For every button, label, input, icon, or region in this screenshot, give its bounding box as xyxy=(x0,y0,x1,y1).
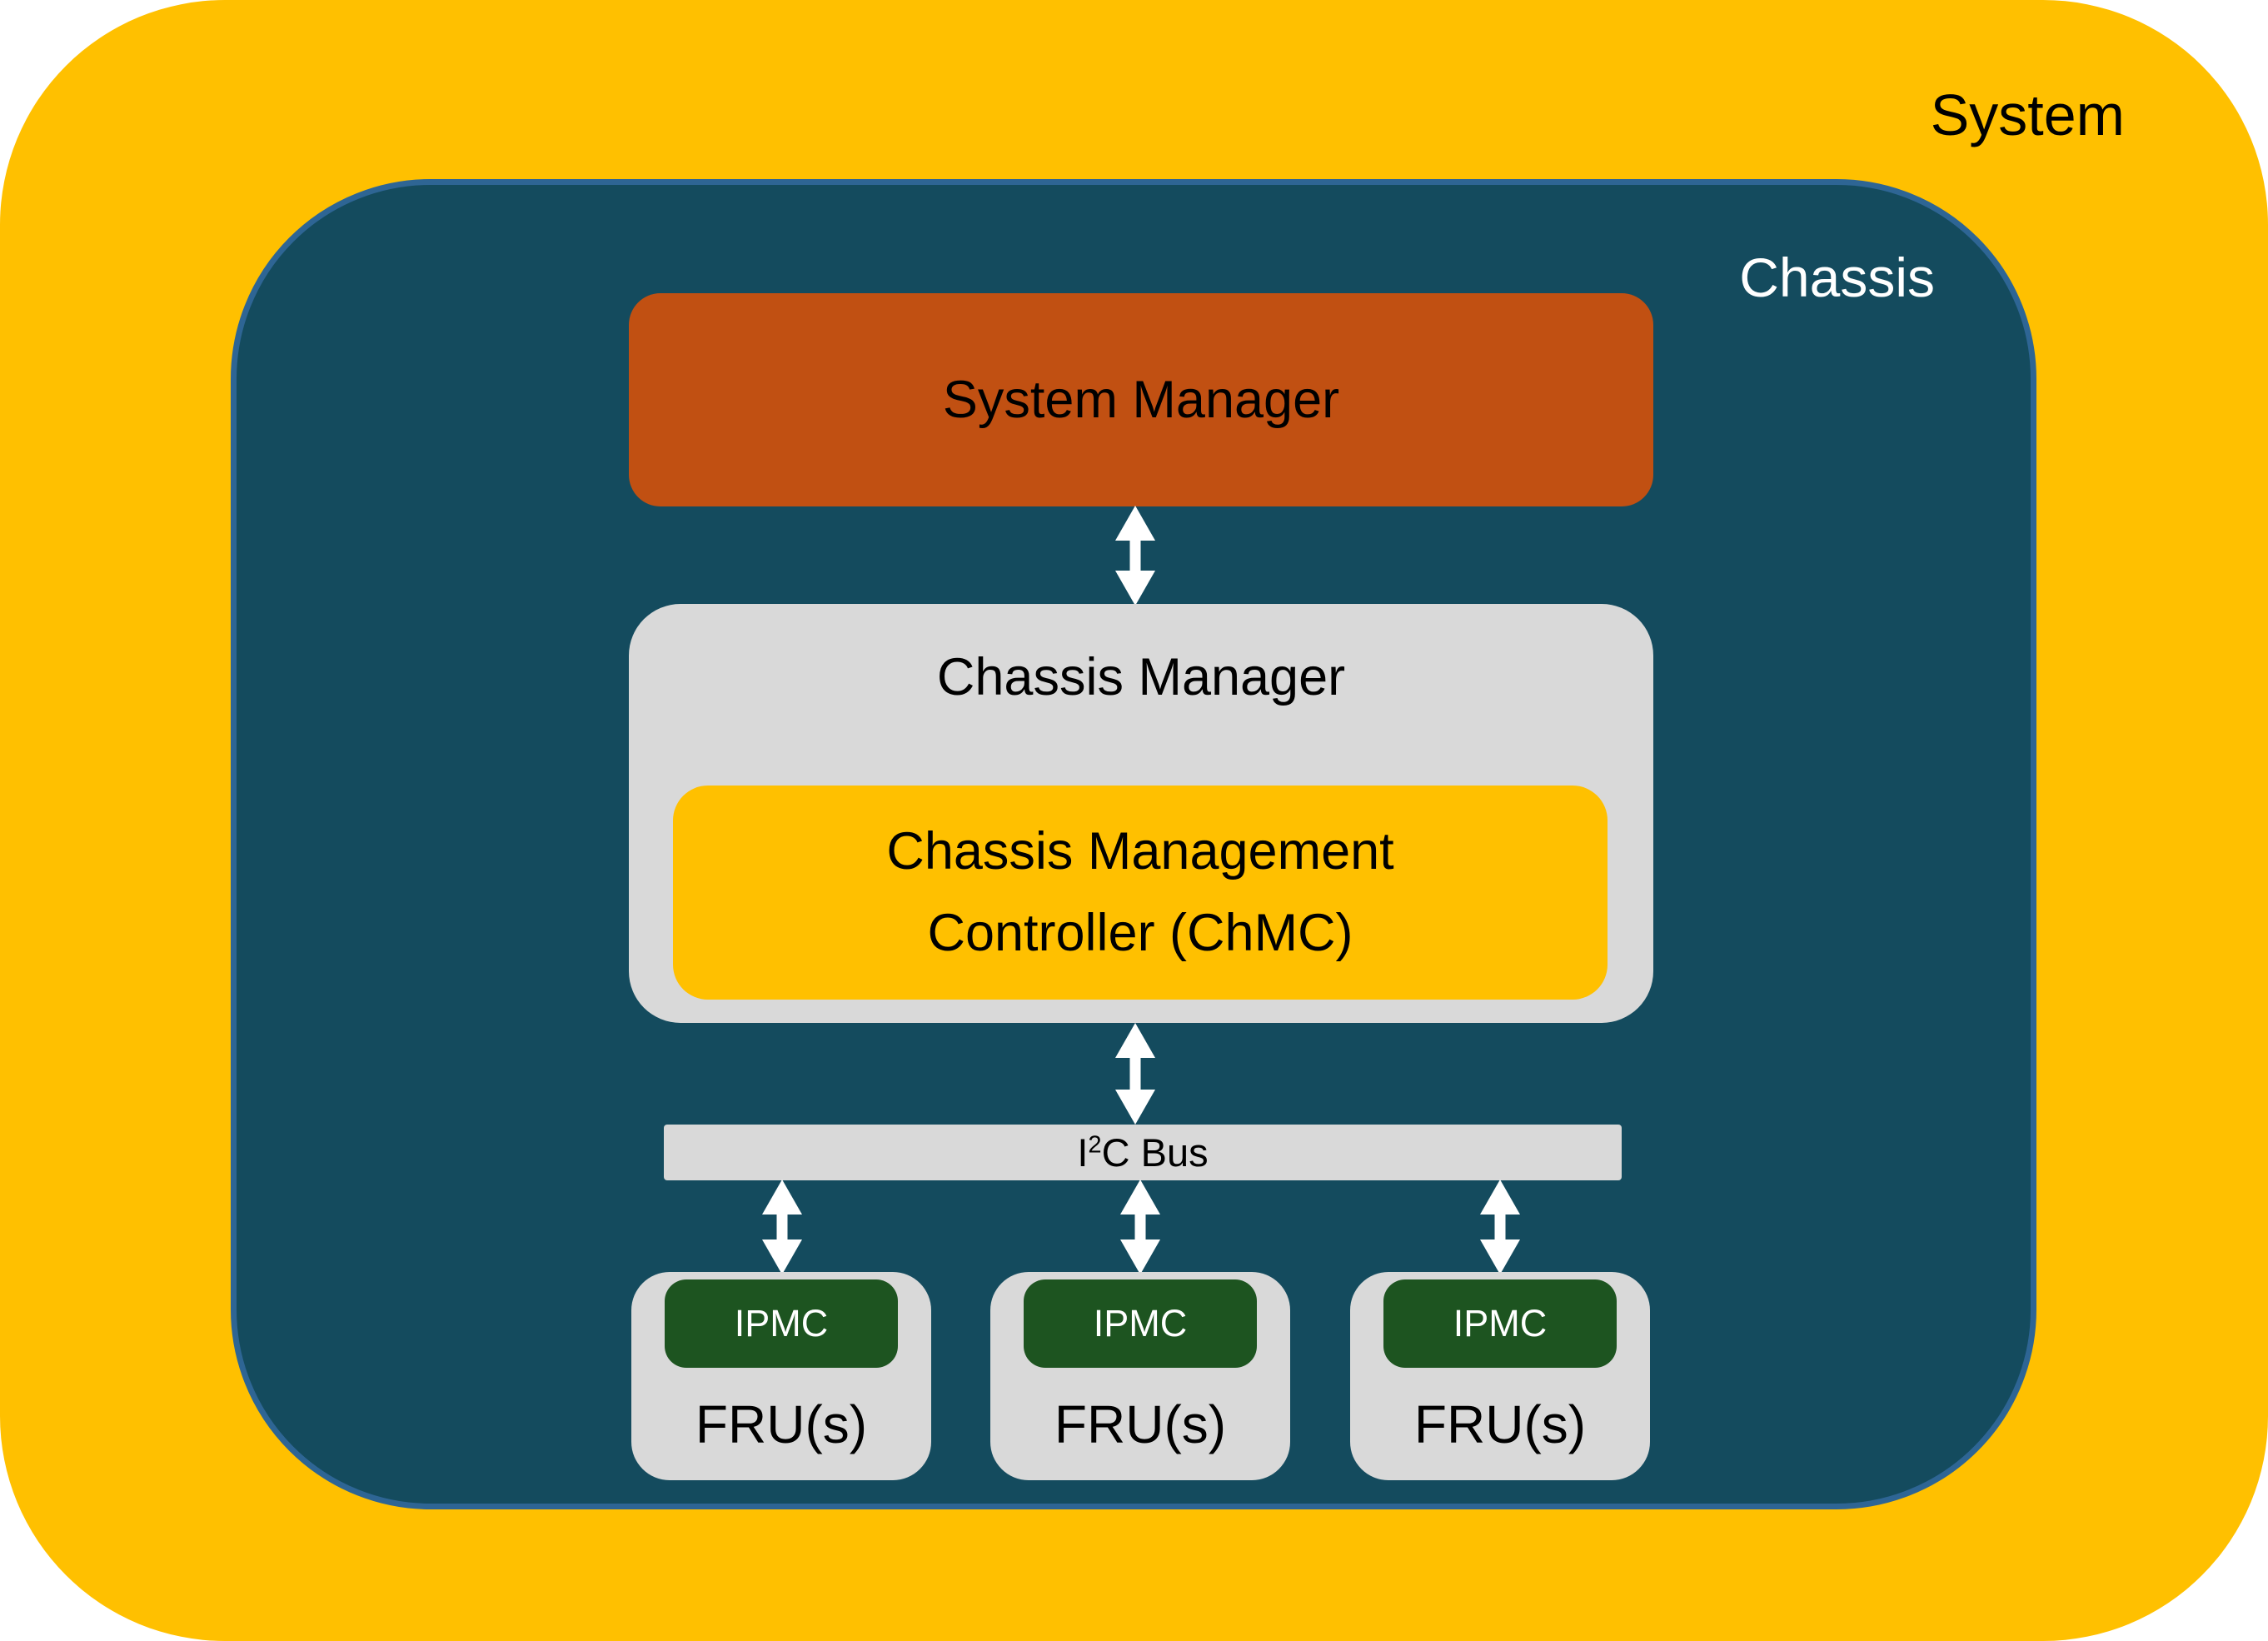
chmc-label-line1: Chassis Management xyxy=(886,821,1394,880)
bidirectional-arrow-icon xyxy=(1480,1180,1520,1274)
bidirectional-arrow-icon xyxy=(1120,1180,1160,1274)
arrow-shaft xyxy=(1129,1051,1141,1096)
chassis-label: Chassis xyxy=(1739,247,1935,308)
fru-label: FRU(s) xyxy=(1054,1394,1227,1454)
chassis-manager-label: Chassis Manager xyxy=(936,648,1346,706)
arrow-shaft xyxy=(1494,1208,1506,1246)
chmc-box: Chassis Management Controller (ChMC) xyxy=(673,786,1608,1000)
arrow-shaft xyxy=(1129,534,1141,577)
bidirectional-arrow-icon xyxy=(1115,506,1155,606)
ipmc-box: IPMC xyxy=(1024,1279,1257,1368)
fru-label: FRU(s) xyxy=(695,1394,868,1454)
system-manager-label: System Manager xyxy=(942,371,1340,429)
system-manager-box: System Manager xyxy=(629,293,1653,506)
bidirectional-arrow-icon xyxy=(1115,1023,1155,1125)
arrow-shaft xyxy=(776,1208,788,1246)
i2c-bus-bar: I2C Bus xyxy=(664,1125,1622,1180)
bidirectional-arrow-icon xyxy=(762,1180,802,1274)
i2c-bus-label: I2C Bus xyxy=(1077,1130,1209,1175)
fru-label: FRU(s) xyxy=(1413,1394,1587,1454)
chmc-label-line2: Controller (ChMC) xyxy=(927,903,1353,962)
fru-unit: IPMC FRU(s) xyxy=(631,1272,931,1480)
ipmc-box: IPMC xyxy=(1383,1279,1617,1368)
chassis-manager-box: Chassis Manager Chassis Management Contr… xyxy=(629,604,1653,1023)
fru-unit: IPMC FRU(s) xyxy=(1350,1272,1650,1480)
ipmc-box: IPMC xyxy=(665,1279,898,1368)
fru-unit: IPMC FRU(s) xyxy=(990,1272,1290,1480)
system-label: System xyxy=(1930,82,2125,147)
arrow-shaft xyxy=(1134,1208,1146,1246)
